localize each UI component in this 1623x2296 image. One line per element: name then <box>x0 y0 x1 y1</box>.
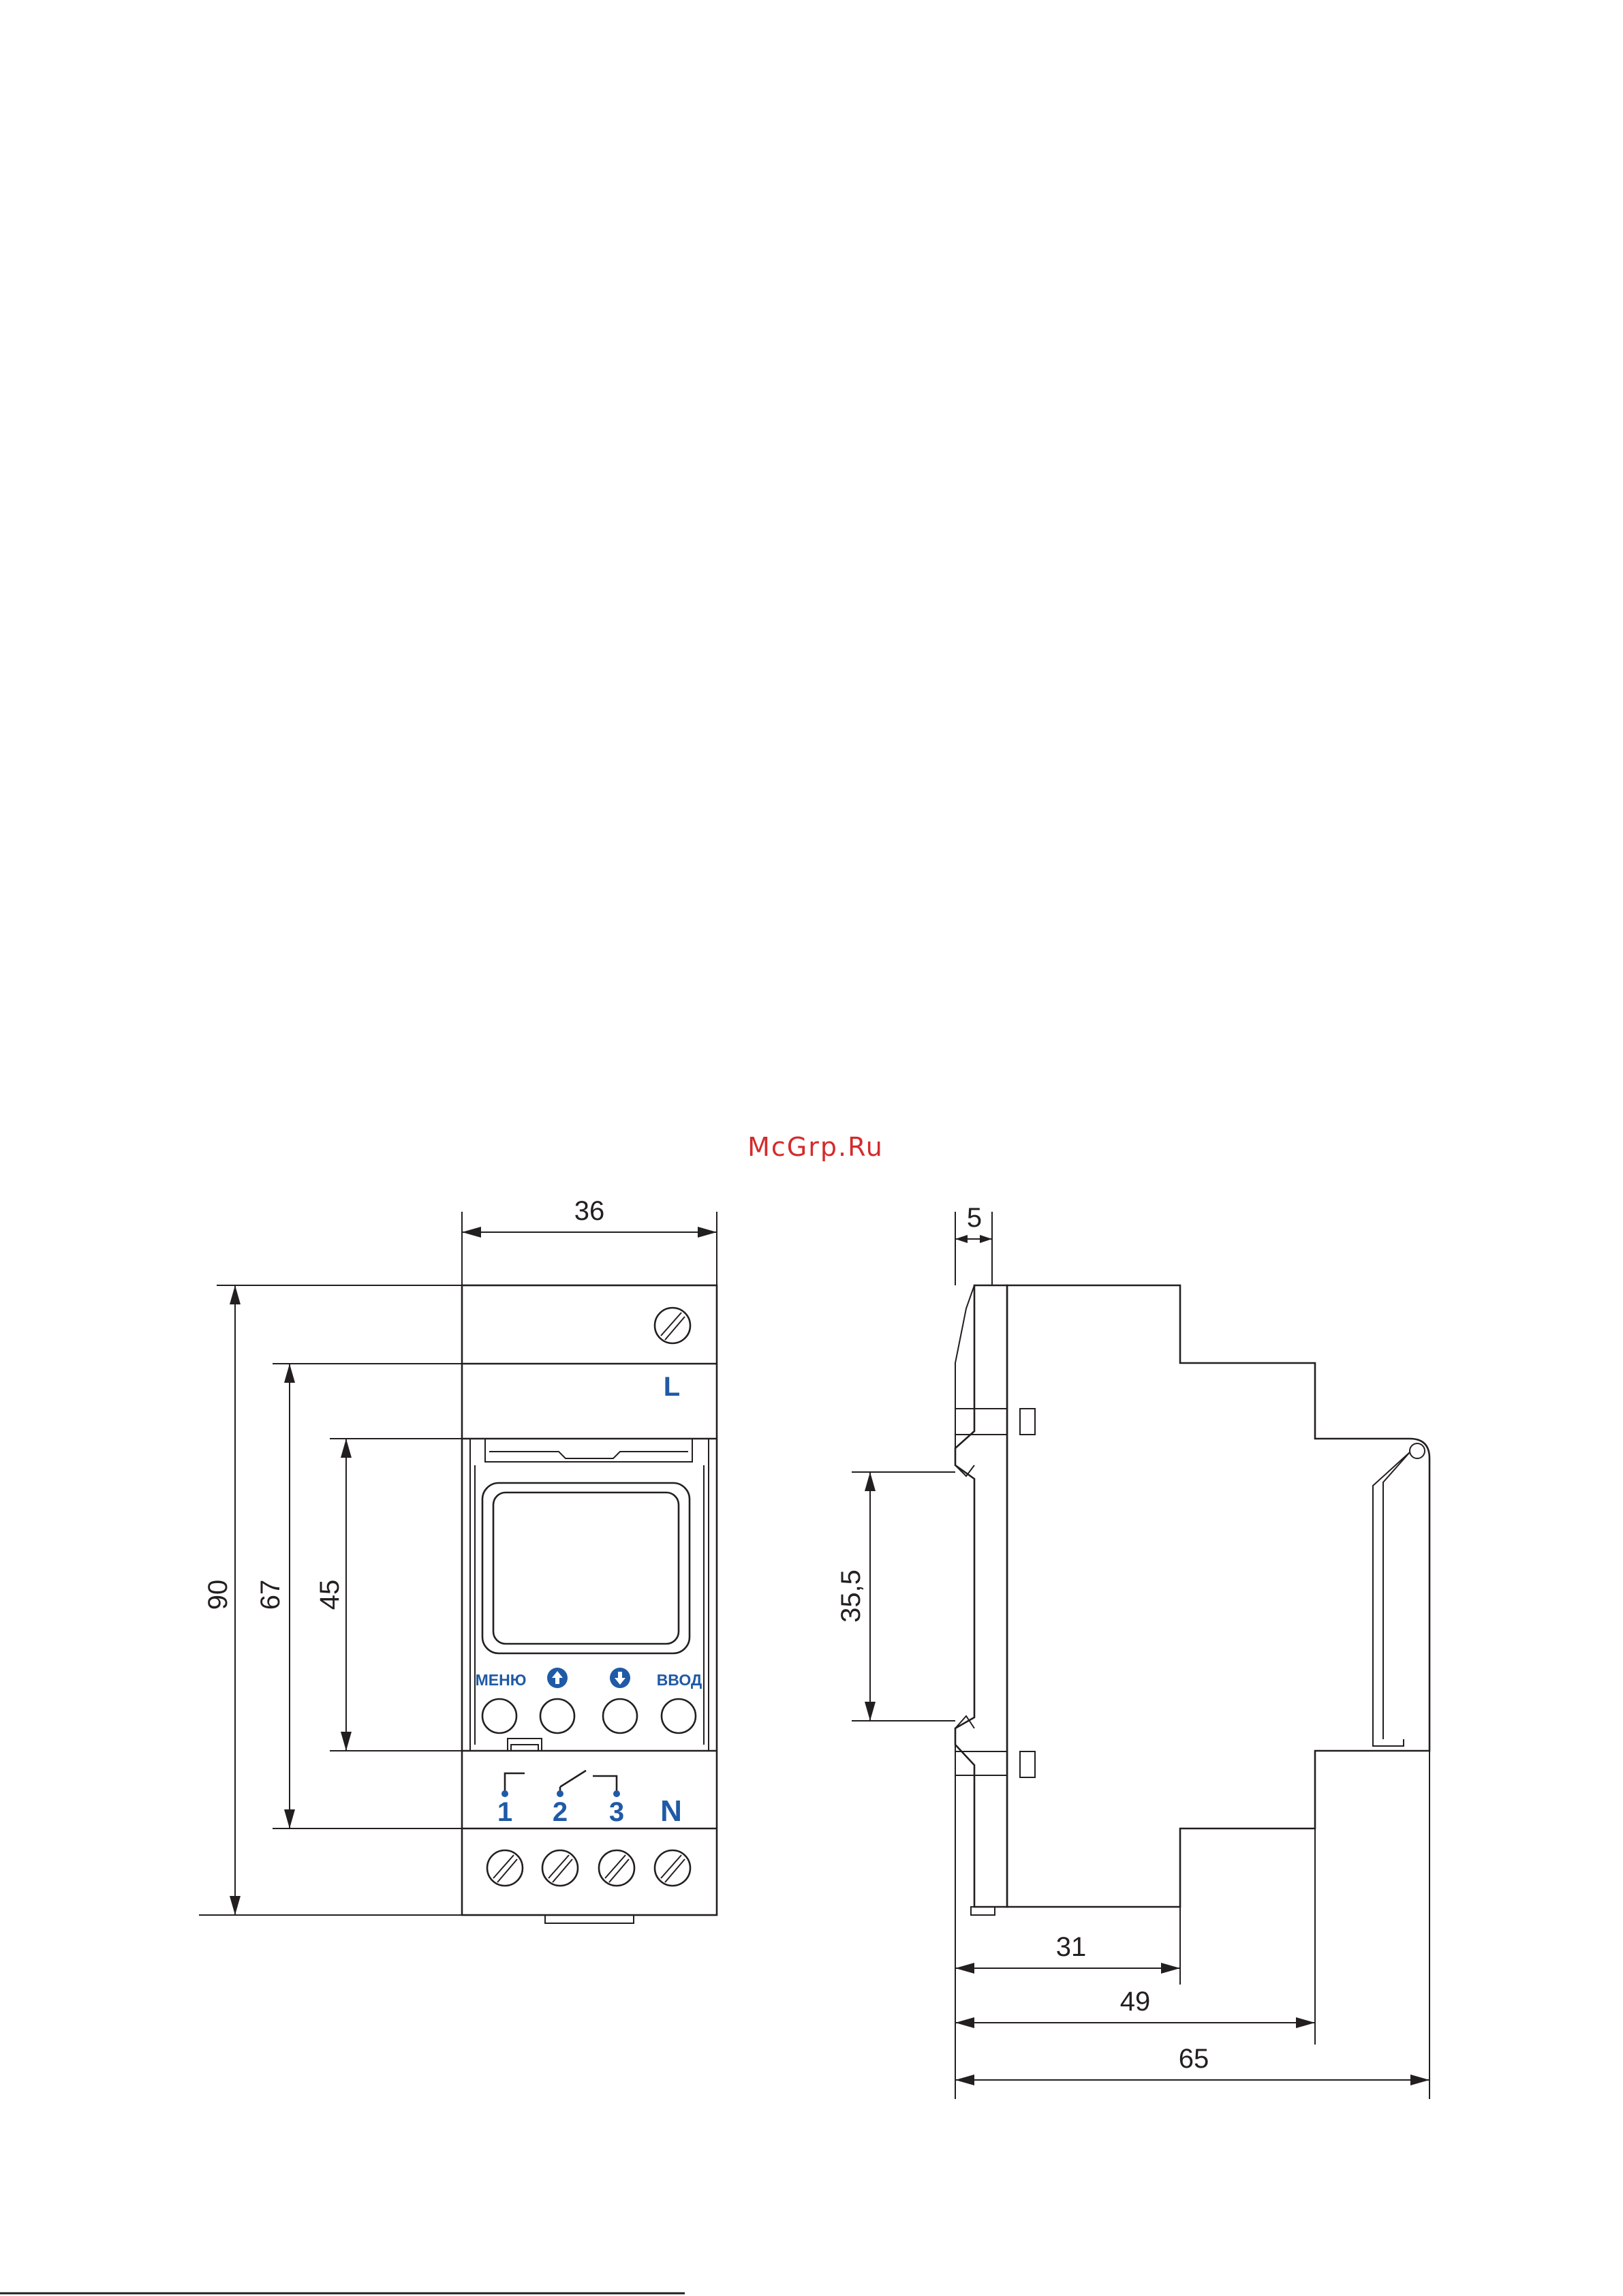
dim-height-67-label: 67 <box>256 1580 285 1610</box>
side-housing[interactable] <box>1007 1285 1429 1907</box>
dim-depth-65-label: 65 <box>1179 2044 1209 2074</box>
din-clip <box>545 1915 634 1923</box>
front-view: L МЕНЮ ВВОД <box>462 1285 717 1923</box>
dim-front-depth-label: 5 <box>967 1203 982 1233</box>
terminal-l-label: L <box>664 1372 680 1402</box>
side-front-plate <box>955 1285 1007 1907</box>
dim-depth-49-label: 49 <box>1120 1987 1151 2017</box>
menu-label: МЕНЮ <box>476 1671 527 1689</box>
side-view <box>955 1285 1429 1915</box>
terminal-1-label: 1 <box>497 1797 512 1827</box>
terminal-3-label: 3 <box>609 1797 624 1827</box>
dim-rail-label: 35,5 <box>836 1570 866 1623</box>
dim-height-45-label: 45 <box>315 1580 345 1610</box>
enter-label: ВВОД <box>657 1671 702 1689</box>
terminal-2-label: 2 <box>553 1797 568 1827</box>
terminal-n-label: N <box>660 1794 682 1828</box>
arrow-up-icon <box>547 1668 568 1688</box>
dim-width-label: 36 <box>574 1196 605 1226</box>
watermark: McGrp.Ru <box>747 1132 884 1162</box>
dim-depth-31-label: 31 <box>1056 1932 1087 1962</box>
arrow-down-icon <box>610 1668 630 1688</box>
dim-height-90-label: 90 <box>203 1580 233 1610</box>
